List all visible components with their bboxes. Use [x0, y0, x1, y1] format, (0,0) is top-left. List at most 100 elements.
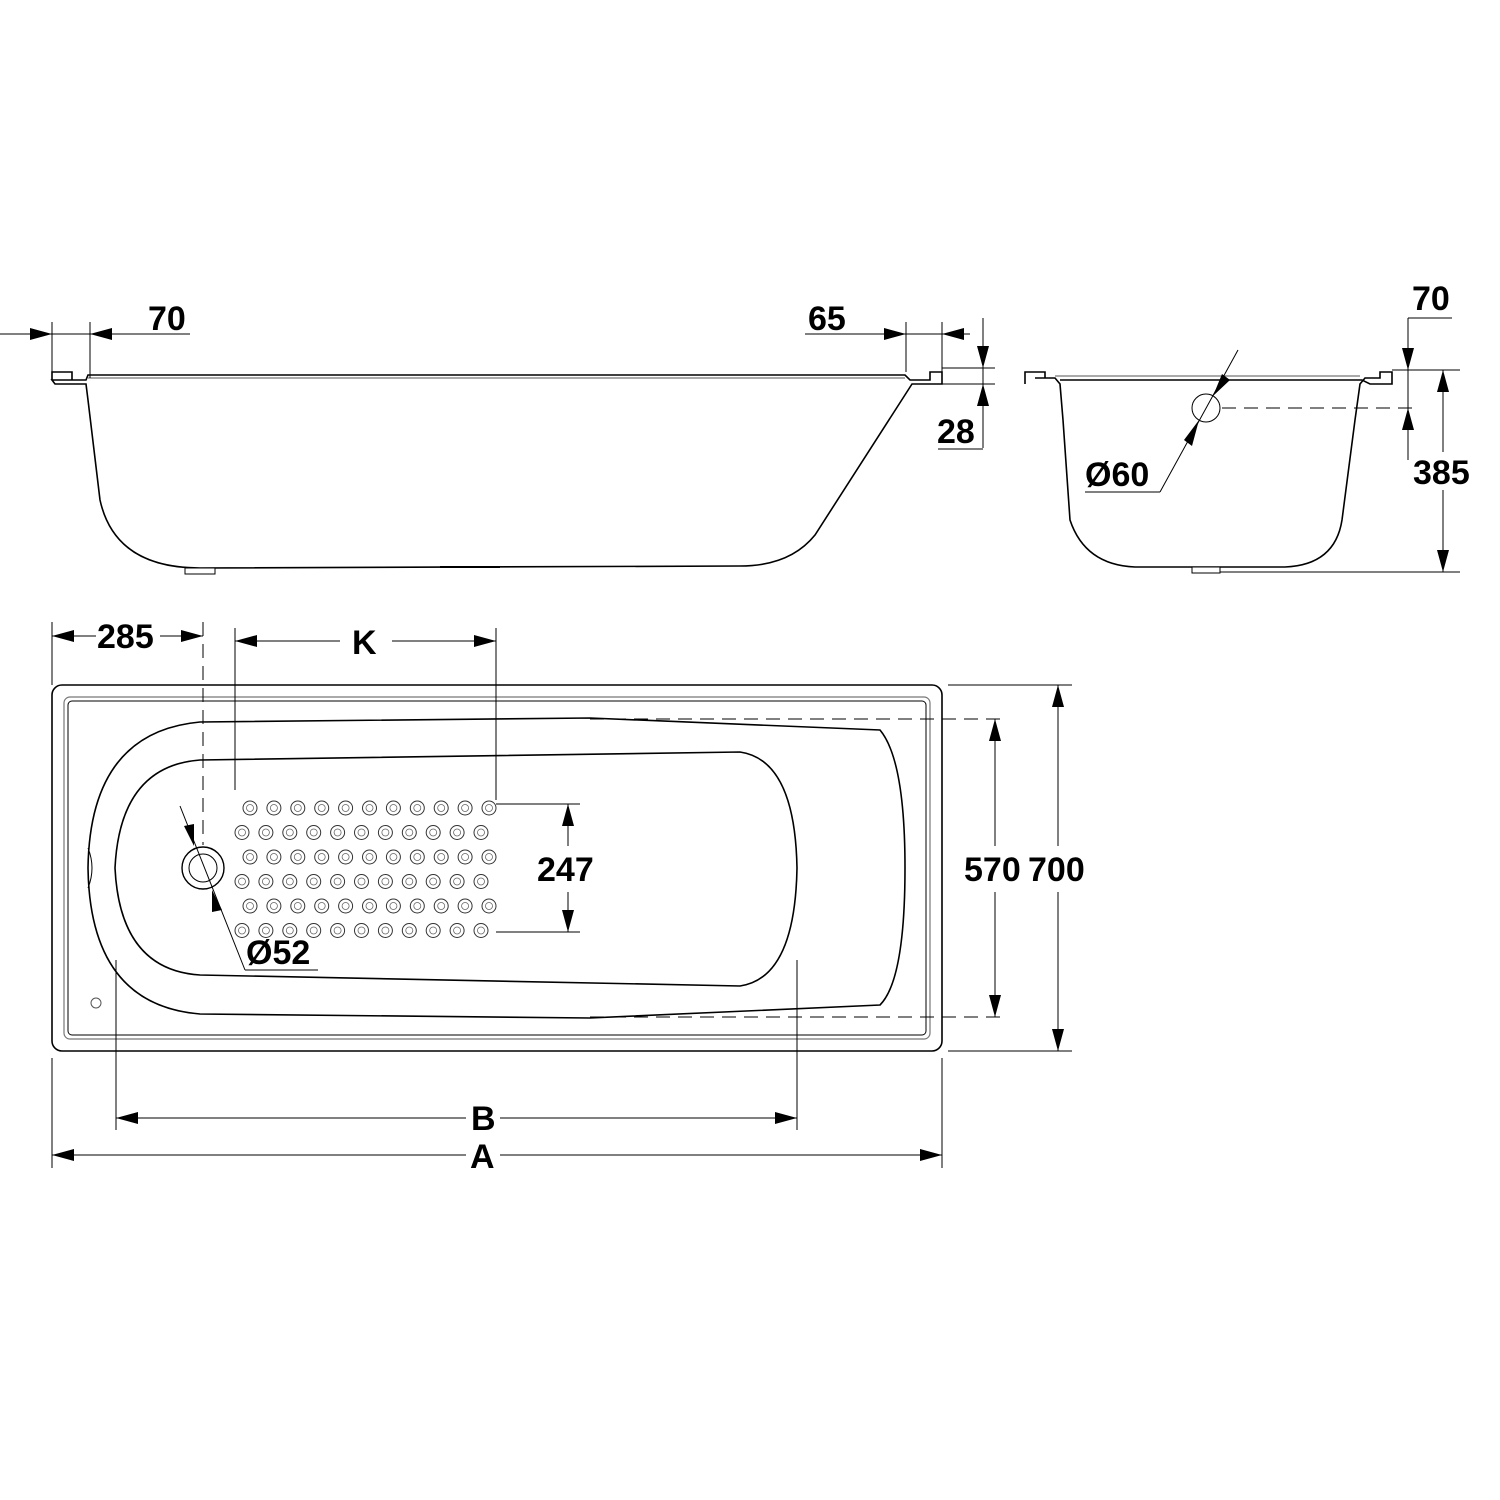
brand-logo	[90, 997, 102, 1009]
texture-dot	[290, 898, 306, 914]
dim-247-label: 247	[537, 851, 594, 889]
texture-dot-core	[453, 926, 462, 935]
texture-dot	[481, 898, 497, 914]
texture-dot	[385, 800, 401, 816]
dim-a-arrow-right	[920, 1149, 942, 1161]
dim-70-right-arrow-top	[1402, 348, 1414, 370]
dim-a-label: A	[470, 1138, 495, 1176]
texture-dot-core	[405, 926, 414, 935]
texture-dot	[234, 825, 250, 840]
texture-dot	[377, 923, 393, 938]
end-view-tub-profile	[1024, 371, 1393, 568]
texture-dot-core	[477, 828, 485, 837]
dim-d60-leader	[1159, 349, 1239, 493]
dim-b-label-bg	[466, 1100, 500, 1134]
texture-dot-core	[309, 877, 318, 886]
texture-dot-core	[238, 877, 246, 886]
anti-slip-texture	[234, 800, 497, 938]
texture-dot	[338, 849, 354, 865]
dim-28-label: 28	[937, 413, 975, 451]
texture-dot	[266, 898, 282, 914]
texture-dot	[425, 874, 441, 889]
texture-dot-core	[437, 804, 446, 812]
texture-dot-core	[261, 828, 270, 837]
top-view-rim-edge	[67, 700, 927, 1036]
dim-285-arrow-left	[52, 630, 74, 642]
top-view-overflow-notch	[87, 847, 93, 889]
dim-570-arrow-bottom	[989, 995, 1001, 1017]
side-view-tub-profile	[50, 371, 943, 569]
texture-dot-core	[246, 804, 254, 812]
texture-dot	[338, 800, 354, 816]
texture-dot-core	[238, 926, 246, 935]
dim-70-right-label: 70	[1412, 280, 1450, 318]
texture-dot	[362, 800, 377, 816]
texture-dot-core	[461, 902, 470, 910]
dim-247-arrow-top	[562, 804, 574, 826]
dim-70-left-label: 70	[148, 300, 186, 338]
texture-dot-core	[341, 853, 350, 861]
texture-dot	[433, 849, 449, 865]
drain-outer-ring	[181, 846, 225, 890]
texture-dot-core	[453, 828, 462, 837]
texture-dot	[234, 874, 250, 889]
texture-dot	[234, 923, 250, 938]
texture-dot	[314, 898, 330, 914]
texture-dot-core	[485, 853, 493, 861]
texture-dot	[409, 898, 425, 914]
texture-dot	[385, 849, 401, 865]
texture-dot-core	[485, 804, 493, 812]
texture-dot	[258, 923, 274, 938]
texture-dot	[425, 825, 441, 840]
texture-dot	[362, 898, 377, 914]
dim-d60-arrow-bottom	[1184, 420, 1199, 446]
dim-k-arrow-right	[474, 635, 496, 647]
dim-700-arrow-bottom	[1052, 1029, 1064, 1051]
texture-dot-core	[381, 828, 390, 837]
texture-dot-core	[317, 853, 326, 861]
texture-dot	[473, 874, 489, 889]
texture-dot-core	[429, 926, 438, 935]
texture-dot-core	[477, 926, 485, 935]
dim-d60-arrow-top	[1213, 374, 1230, 396]
texture-dot	[481, 800, 497, 816]
texture-dot-core	[269, 902, 278, 910]
dim-385-label: 385	[1413, 454, 1470, 492]
texture-dot	[290, 849, 306, 865]
dim-a-label-bg	[466, 1138, 500, 1172]
texture-dot-core	[261, 877, 270, 886]
dim-a-arrow-left	[52, 1149, 74, 1161]
texture-dot-core	[246, 902, 254, 910]
top-view-inner-rim	[63, 696, 931, 1040]
texture-dot	[242, 898, 258, 914]
texture-dot-core	[317, 804, 326, 812]
texture-dot-core	[238, 828, 246, 837]
texture-dot-core	[437, 902, 446, 910]
texture-dot-core	[413, 902, 422, 910]
texture-dot-core	[269, 804, 278, 812]
dim-65-arrow-left	[884, 328, 906, 340]
texture-dot-core	[405, 877, 414, 886]
texture-dot-core	[437, 853, 446, 861]
texture-dot	[457, 800, 473, 816]
dim-d52-arrow-top	[184, 824, 194, 846]
dim-28-arrow-top	[977, 346, 989, 368]
texture-dot	[266, 849, 282, 865]
texture-dot	[425, 923, 441, 938]
texture-dot-core	[381, 926, 390, 935]
texture-dot-core	[429, 828, 438, 837]
texture-dot-core	[341, 902, 350, 910]
texture-dot-core	[485, 902, 493, 910]
texture-dot-core	[317, 902, 326, 910]
texture-dot	[401, 923, 417, 938]
texture-dot-core	[365, 804, 374, 812]
texture-dot-core	[333, 877, 342, 886]
dim-385-arrow-bottom	[1437, 550, 1449, 572]
texture-dot	[314, 800, 330, 816]
texture-dot	[449, 825, 465, 840]
dim-700-arrow-top	[1052, 685, 1064, 707]
texture-dot	[409, 849, 425, 865]
dim-65-label: 65	[808, 300, 846, 338]
texture-dot-core	[285, 926, 294, 935]
